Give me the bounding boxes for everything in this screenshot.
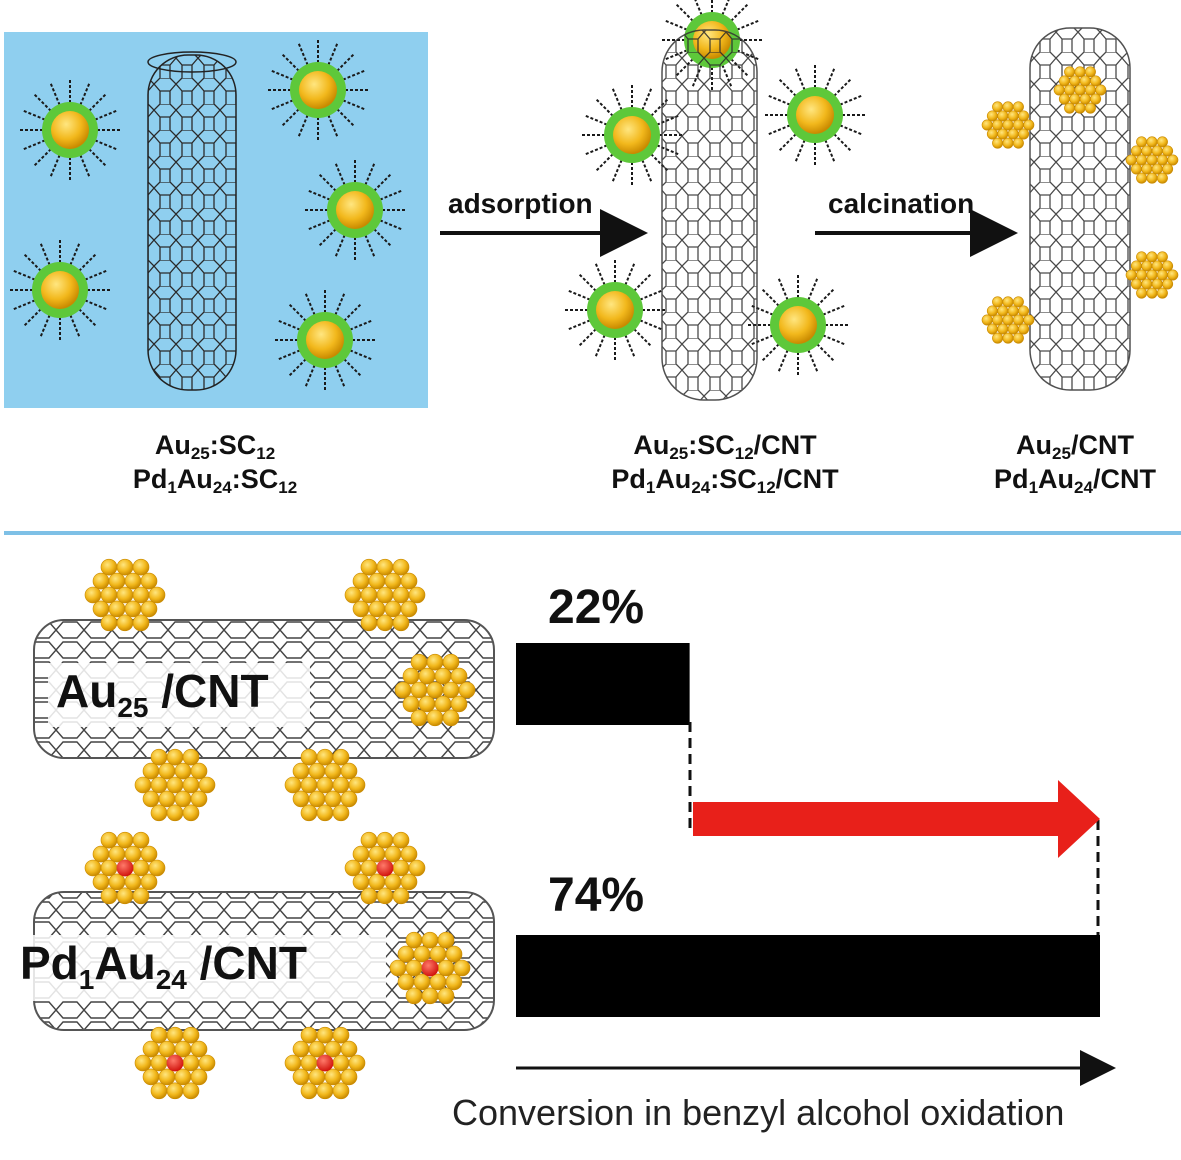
gold-cluster xyxy=(284,748,366,822)
ligand-capped-cluster xyxy=(580,83,684,187)
pd-doped-cluster xyxy=(389,931,471,1005)
pd-doped-cluster xyxy=(134,1026,216,1100)
ligand-capped-cluster xyxy=(563,258,667,362)
ligand-capped-cluster xyxy=(273,288,377,392)
carbon-nanotube-middle xyxy=(661,29,758,401)
adsorption-label: adsorption xyxy=(448,188,593,219)
gold-cluster xyxy=(134,748,216,822)
bare-gold-clusters xyxy=(981,66,1179,344)
catalyst-label-pd1au24: Pd1Au24 /CNT xyxy=(20,937,307,995)
value-label-au25: 22% xyxy=(548,581,645,634)
carbon-nanotube-left xyxy=(147,51,237,391)
caption-adsorbed: Au25:SC12/CNT Pd1Au24:SC12/CNT xyxy=(611,430,839,497)
gold-cluster xyxy=(1125,136,1179,184)
improvement-arrow xyxy=(693,780,1100,858)
gold-cluster xyxy=(84,558,166,632)
ligand-capped-cluster xyxy=(18,78,122,182)
ligand-capped-cluster xyxy=(266,38,370,142)
gold-cluster xyxy=(1053,66,1107,114)
ligand-clusters xyxy=(8,0,867,392)
gold-nanoclusters xyxy=(84,558,476,1100)
gold-cluster xyxy=(1125,251,1179,299)
carbon-nanotube-right xyxy=(1029,27,1131,391)
pd-doped-cluster xyxy=(344,831,426,905)
conversion-bars xyxy=(516,643,1100,1017)
caption-solution: Au25:SC12 Pd1Au24:SC12 xyxy=(132,430,298,497)
pd-doped-cluster xyxy=(284,1026,366,1100)
x-axis-label: Conversion in benzyl alcohol oxidation xyxy=(452,1092,1065,1133)
pd-doped-cluster xyxy=(84,831,166,905)
calcination-label: calcination xyxy=(828,188,975,219)
gold-cluster xyxy=(981,101,1035,149)
ligand-capped-cluster xyxy=(746,273,850,377)
conversion-bar-2 xyxy=(516,935,1100,1017)
gold-cluster xyxy=(981,296,1035,344)
caption-calcined: Au25/CNT Pd1Au24/CNT xyxy=(994,430,1156,497)
ligand-capped-cluster xyxy=(763,63,867,167)
catalyst-label-au25: Au25 /CNT xyxy=(56,665,269,723)
ligand-capped-cluster xyxy=(303,158,407,262)
gold-cluster xyxy=(344,558,426,632)
ligand-capped-cluster xyxy=(8,238,112,342)
gold-cluster xyxy=(394,653,476,727)
value-label-pd1au24: 74% xyxy=(548,869,645,922)
conversion-bar-1 xyxy=(516,643,690,725)
